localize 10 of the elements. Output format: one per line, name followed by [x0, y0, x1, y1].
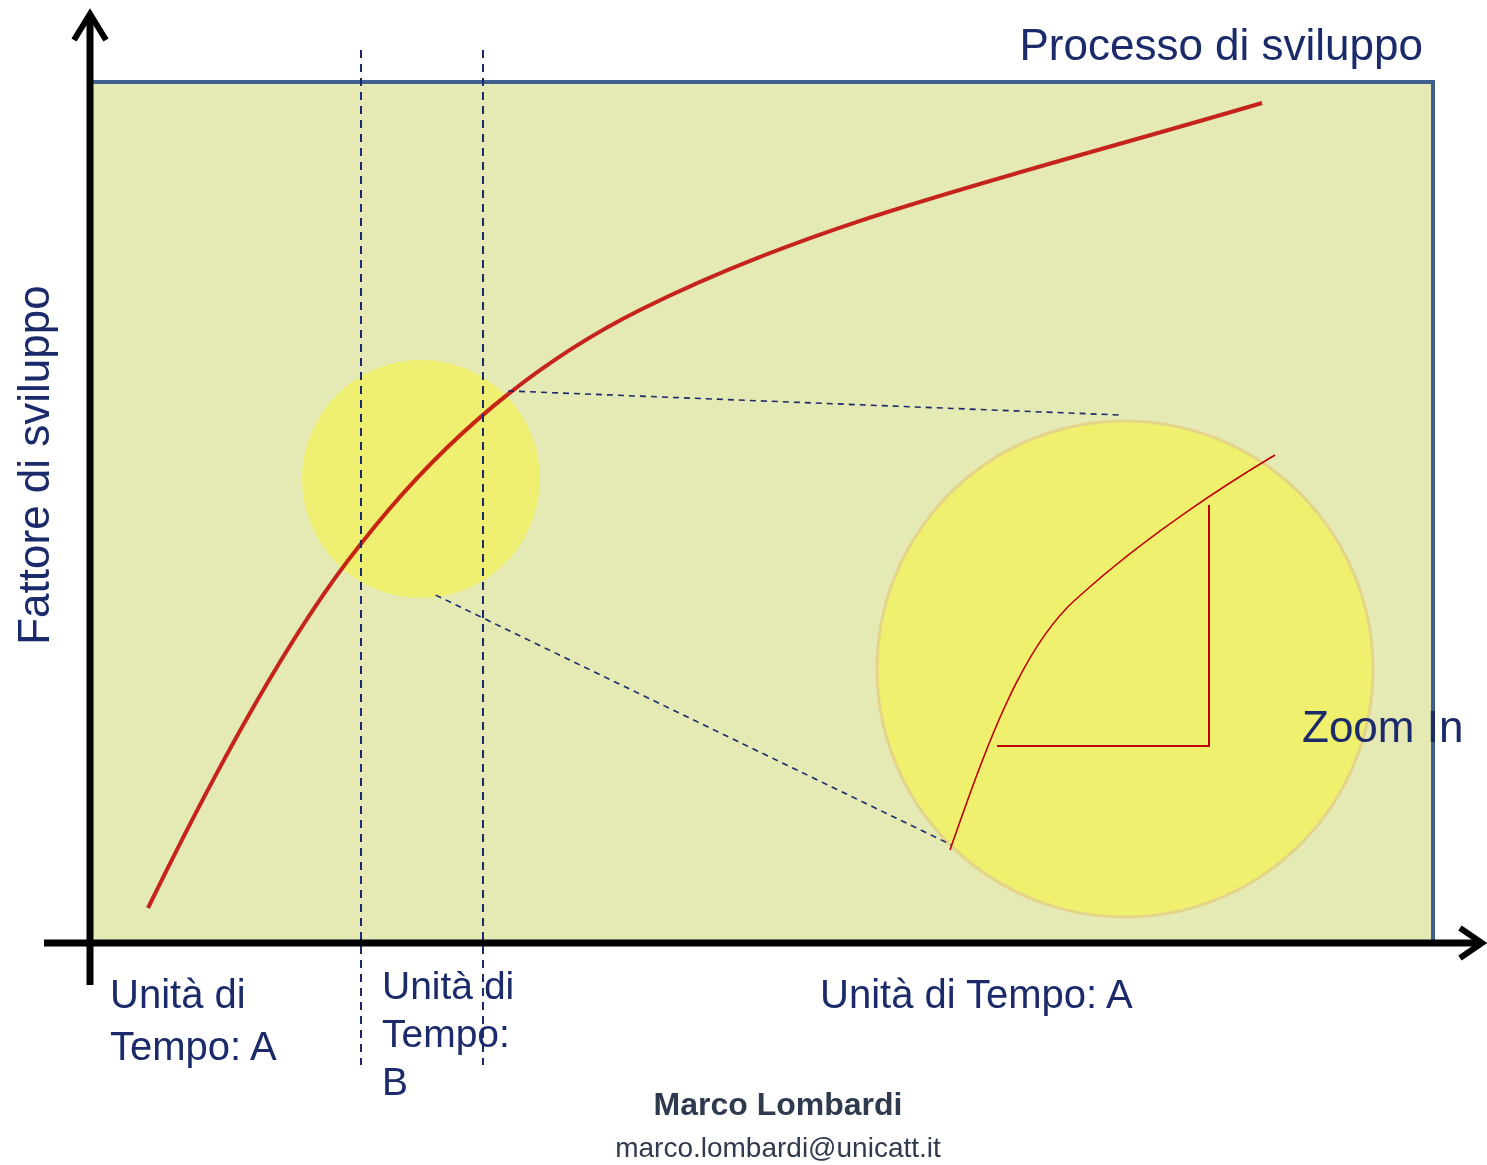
time-unit-label: Unità di Tempo: B — [382, 963, 516, 1105]
axis-label: Fattore di sviluppo — [9, 285, 59, 645]
author-email: marco.lombardi@unicatt.it — [614, 1131, 942, 1165]
time-unit-label: Unità di Tempo: A — [110, 971, 278, 1070]
chart-title: Processo di sviluppo — [1019, 20, 1423, 70]
author-name: Marco Lombardi — [652, 1085, 904, 1124]
time-unit-label: Unità di Tempo: A — [820, 971, 1133, 1018]
zoom-connector — [507, 390, 1122, 416]
zoom-connector — [434, 594, 953, 846]
highlight-circle — [300, 358, 542, 600]
